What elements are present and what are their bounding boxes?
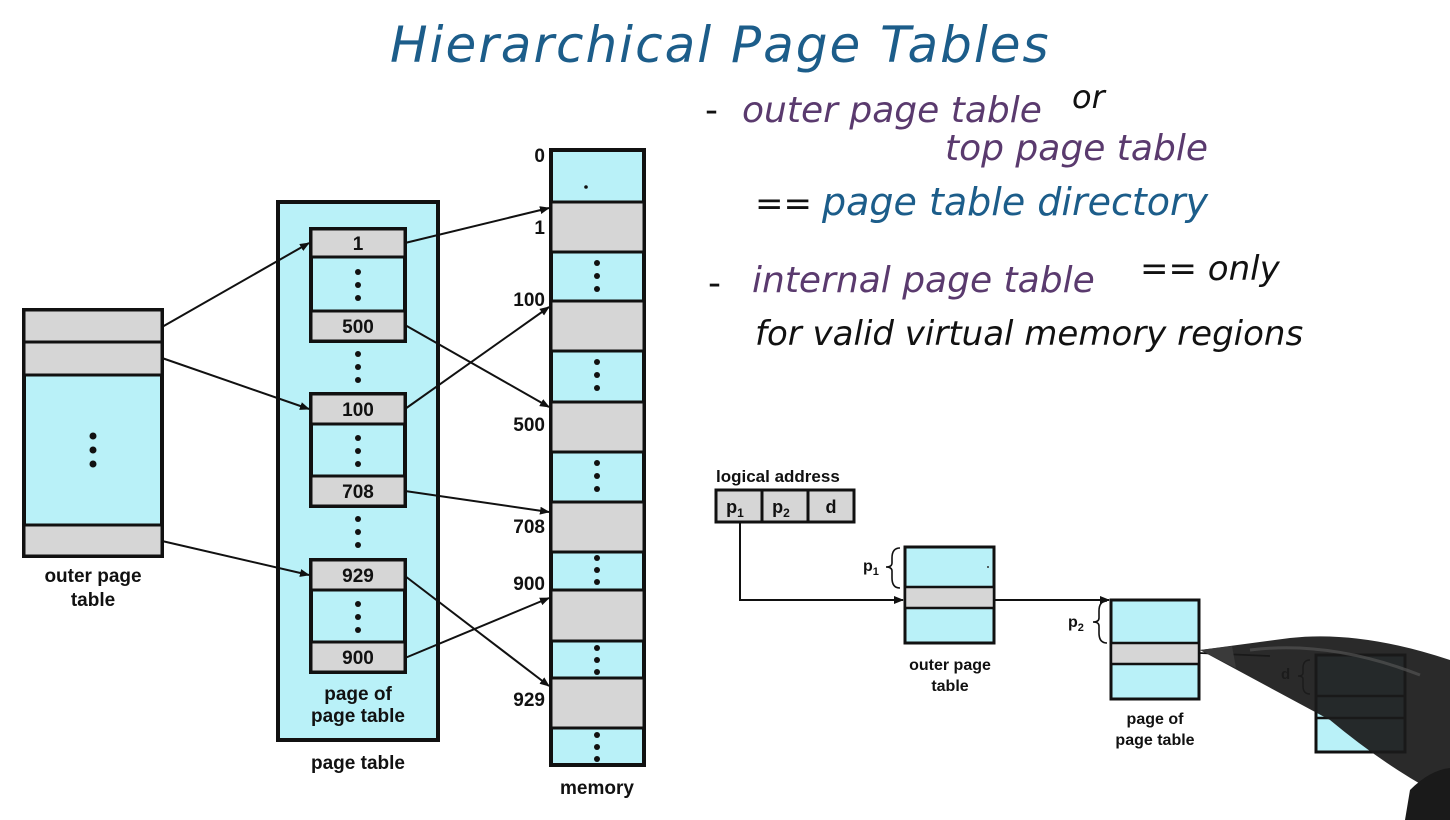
bullet-2-dash: - (708, 263, 721, 304)
arrow-929-to-mem (404, 575, 550, 687)
entry-500: 500 (342, 317, 374, 338)
p2-brace (1092, 600, 1108, 644)
memory-label: memory (560, 778, 634, 799)
page-table (276, 200, 440, 742)
p1-brace (885, 547, 901, 589)
logical-address (714, 488, 856, 524)
p1-offset-label: p1 (863, 558, 879, 578)
memory-address-1: 1 (534, 218, 545, 239)
memory-address-900: 900 (513, 574, 545, 595)
bullet-2-internal-page-table: internal page table (752, 260, 1095, 301)
bullet-1-outer-page-table: outer page table (742, 90, 1042, 131)
notes: - outer page table or top page table == … (705, 78, 1303, 354)
bullet-1-top-page-table: top page table (945, 128, 1208, 169)
memory-address-708: 708 (513, 517, 545, 538)
field-p1: p1 (726, 497, 744, 520)
outer-page-table-label-2: table (71, 590, 115, 611)
memory (549, 148, 646, 767)
right-page-of-page-table-label-2: page table (1115, 732, 1194, 749)
arrow-outer-to-group3 (161, 540, 310, 577)
arrow-500-to-mem (404, 324, 550, 408)
arrow-outer-to-group2 (161, 357, 310, 410)
right-outer-page-table-label-1: outer page (909, 657, 991, 674)
left-arrows (161, 206, 550, 687)
outer-page-table-label-1: outer page (44, 566, 141, 587)
page-of-page-table-3 (309, 558, 407, 674)
entry-1: 1 (353, 234, 364, 255)
entry-100: 100 (342, 400, 374, 421)
arrow-p1-to-outer (739, 522, 904, 604)
right-page-of-page-table-label-1: page of (1127, 711, 1185, 728)
arrow-900-to-mem (404, 597, 550, 659)
arrow-708-to-mem (404, 490, 550, 515)
right-outer-page-table (903, 545, 996, 645)
right-outer-page-table-label-2: table (931, 678, 968, 695)
page-of-page-table-label-1: page of (324, 684, 392, 705)
arrow-1-to-mem (404, 206, 550, 244)
arrow-100-to-mem (404, 306, 550, 410)
bullet-2-valid-regions: for valid virtual memory regions (755, 314, 1303, 354)
memory-dots (584, 185, 600, 762)
field-p2: p2 (772, 497, 790, 520)
memory-address-0: 0 (534, 146, 545, 167)
entry-708: 708 (342, 482, 374, 503)
page-table-label: page table (311, 753, 405, 774)
outer-page-table (22, 308, 164, 558)
bullet-1-equals: == (755, 184, 812, 224)
outer-table-dots (89, 432, 97, 468)
page-title: Hierarchical Page Tables (390, 16, 1051, 74)
bullet-1-or: or (1072, 78, 1107, 116)
entry-900: 900 (342, 648, 374, 669)
field-d: d (826, 497, 837, 517)
entry-929: 929 (342, 566, 374, 587)
memory-address-929: 929 (513, 690, 545, 711)
bullet-1-dash: - (705, 90, 718, 131)
bullet-1-page-table-directory: page table directory (821, 180, 1209, 224)
memory-address-100: 100 (513, 290, 545, 311)
page-of-page-table-1 (309, 227, 407, 343)
logical-address-label: logical address (716, 467, 840, 486)
page-table-dots-2 (355, 516, 361, 548)
arrow-outer-to-group1 (161, 242, 310, 328)
memory-address-500: 500 (513, 415, 545, 436)
p2-offset-label: p2 (1068, 614, 1084, 634)
right-page-of-page-table (1109, 598, 1201, 701)
page-of-page-table-label-2: page table (311, 706, 405, 727)
pen-graphic (1200, 636, 1450, 820)
page-table-dots-1 (355, 351, 361, 383)
bullet-2-only: == only (1140, 249, 1281, 289)
